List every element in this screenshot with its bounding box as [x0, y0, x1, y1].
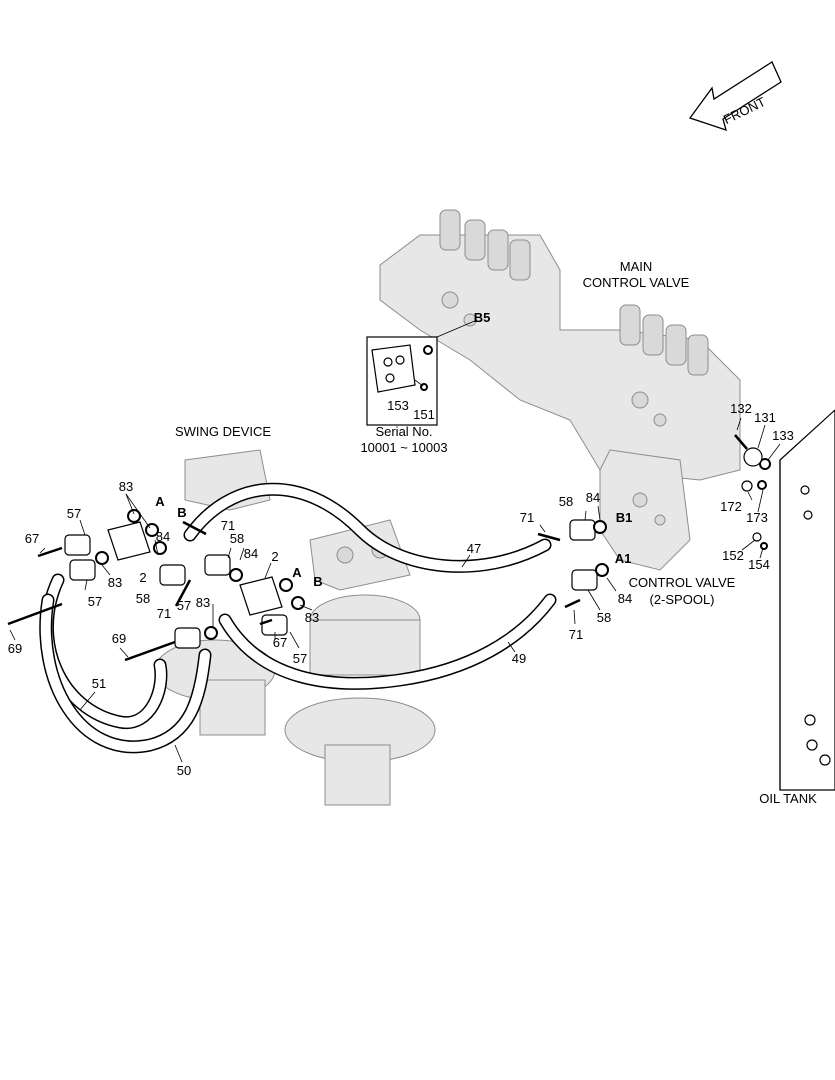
part-label-133: 133: [772, 428, 794, 443]
part-label-47: 47: [467, 541, 481, 556]
control-valve-2spool-label-2: (2-SPOOL): [649, 592, 714, 607]
part-label-71-c: 71: [520, 510, 534, 525]
part-label-83-c: 83: [196, 595, 210, 610]
front-arrow: FRONT: [688, 61, 782, 132]
part-label-83-d: 83: [305, 610, 319, 625]
part-label-57-b: 57: [88, 594, 102, 609]
part-label-2-a: 2: [139, 570, 146, 585]
hose-49: [218, 593, 557, 690]
main-control-valve: [379, 209, 741, 481]
part-label-58-a: 58: [230, 531, 244, 546]
leader-lines: [9, 417, 781, 763]
part-label-71-b: 71: [157, 606, 171, 621]
control-valve-2spool-label-1: CONTROL VALVE: [629, 575, 736, 590]
port-label-a-upper: A: [155, 494, 165, 509]
part-label-2-b: 2: [271, 549, 278, 564]
port-label-b-upper: B: [177, 505, 186, 520]
part-label-57-c: 57: [177, 598, 191, 613]
part-label-58-c: 58: [559, 494, 573, 509]
oil-tank: [779, 409, 835, 791]
swing-device-label: SWING DEVICE: [175, 424, 271, 439]
swing-device-front: [284, 519, 436, 806]
part-label-152: 152: [722, 548, 744, 563]
fittings: [7, 434, 771, 662]
part-label-83-b: 83: [108, 575, 122, 590]
part-label-153: 153: [387, 398, 409, 413]
part-label-50: 50: [177, 763, 191, 778]
serial-inset: [366, 319, 478, 426]
part-label-84-c: 84: [586, 490, 600, 505]
part-label-57-d: 57: [293, 651, 307, 666]
part-label-173: 173: [746, 510, 768, 525]
main-control-valve-label-1: MAIN: [620, 259, 653, 274]
serial-label-2: 10001 ~ 10003: [360, 440, 447, 455]
part-label-67-a: 67: [25, 531, 39, 546]
hose-50: [39, 593, 212, 754]
main-control-valve-label-2: CONTROL VALVE: [583, 275, 690, 290]
part-label-51: 51: [92, 676, 106, 691]
swing-device-rear: [154, 449, 276, 736]
hose-47: [183, 482, 552, 573]
part-label-83-a: 83: [119, 479, 133, 494]
port-label-b-lower: B: [313, 574, 322, 589]
part-label-172: 172: [720, 499, 742, 514]
part-label-57-a: 57: [67, 506, 81, 521]
port-label-a-lower: A: [292, 565, 302, 580]
serial-label-1: Serial No.: [375, 424, 432, 439]
oil-tank-label: OIL TANK: [759, 791, 817, 806]
part-label-69-b: 69: [112, 631, 126, 646]
part-label-71-d: 71: [569, 627, 583, 642]
part-label-49: 49: [512, 651, 526, 666]
part-label-132: 132: [730, 401, 752, 416]
part-label-69-a: 69: [8, 641, 22, 656]
part-label-58-b: 58: [136, 591, 150, 606]
port-label-a1: A1: [615, 551, 632, 566]
part-label-154: 154: [748, 557, 770, 572]
part-label-71-a: 71: [221, 518, 235, 533]
part-label-84-b: 84: [244, 546, 258, 561]
part-label-151: 151: [413, 407, 435, 422]
port-label-b1: B1: [616, 510, 633, 525]
part-label-67-b: 67: [273, 635, 287, 650]
two-spool-control-valve: [599, 449, 691, 571]
part-label-58-d: 58: [597, 610, 611, 625]
part-label-84-a: 84: [156, 529, 170, 544]
part-label-131: 131: [754, 410, 776, 425]
part-label-84-d: 84: [618, 591, 632, 606]
port-label-b5: B5: [474, 310, 491, 325]
